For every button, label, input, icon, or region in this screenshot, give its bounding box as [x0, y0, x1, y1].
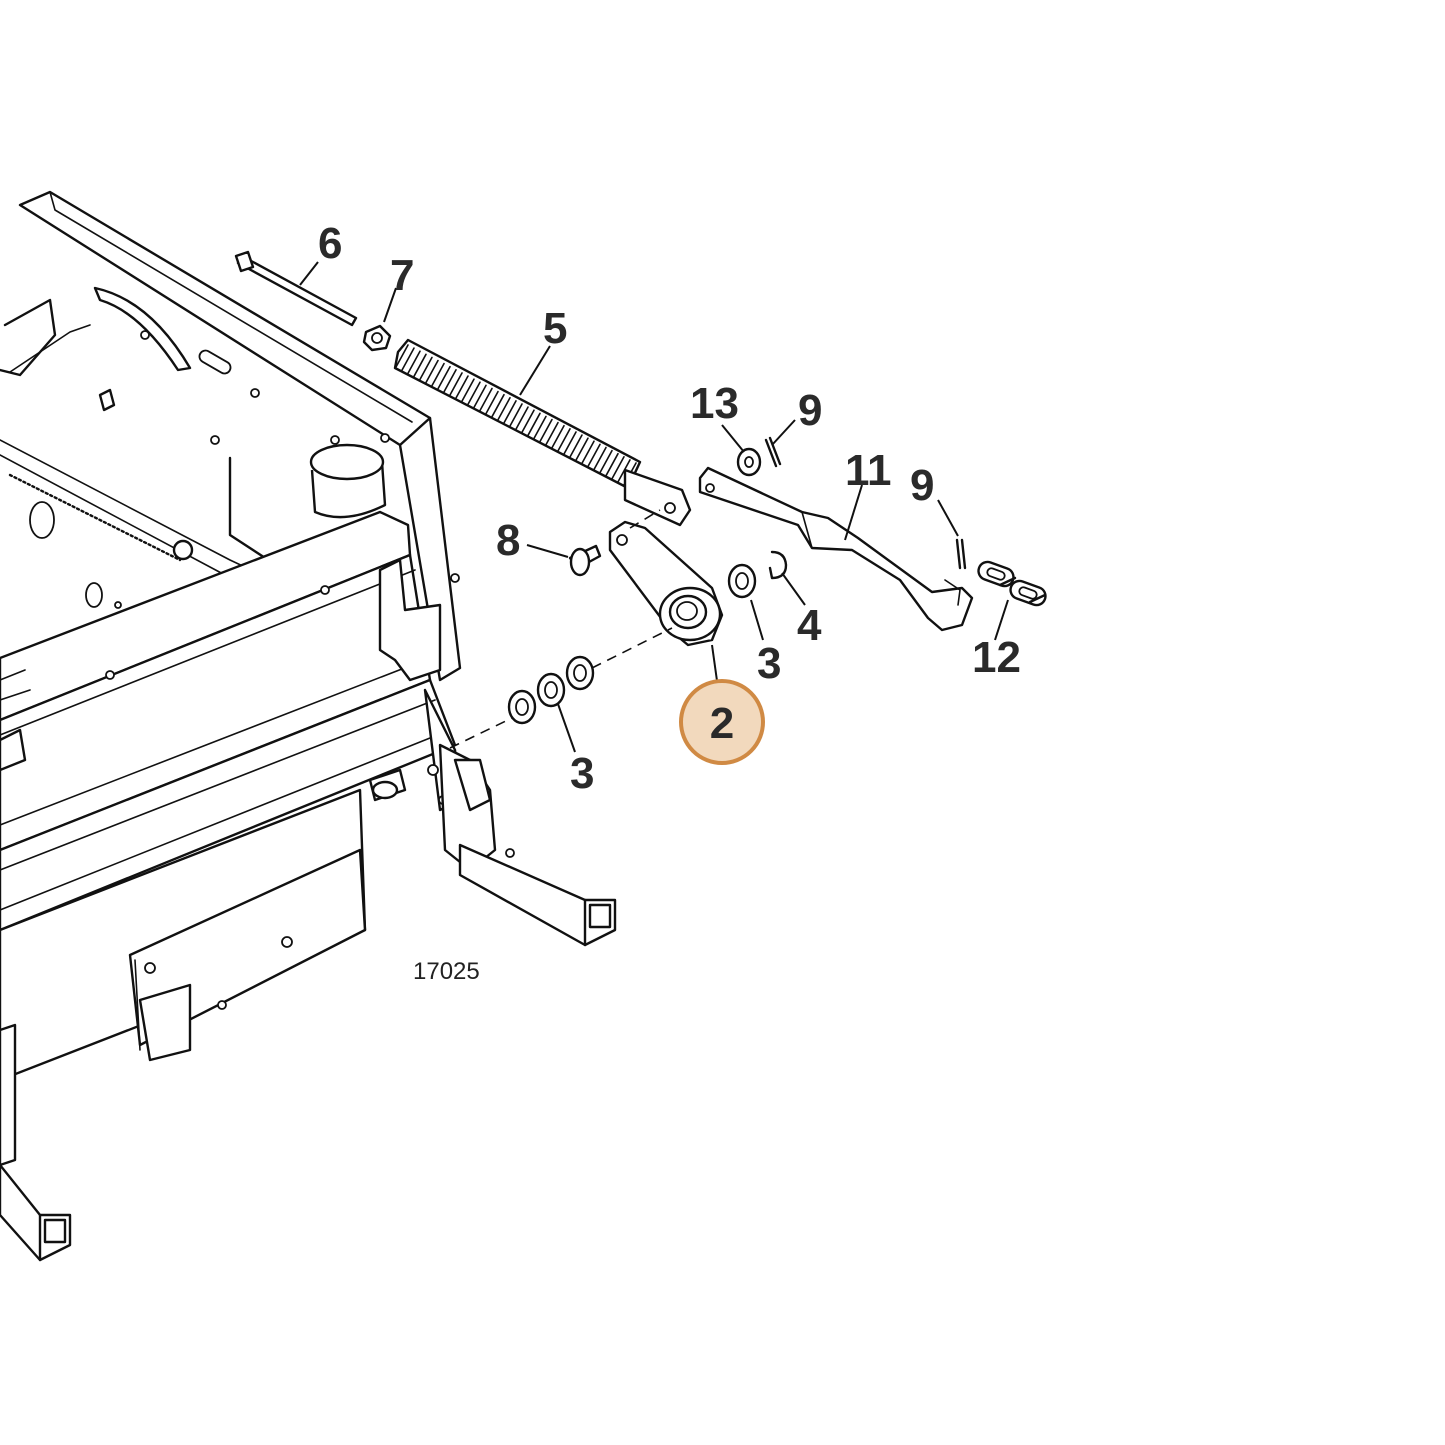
- spring-coil: [557, 428, 571, 452]
- spring-coil: [527, 412, 541, 437]
- part-11-lever: [698, 466, 974, 632]
- callout-13: 13: [690, 379, 739, 428]
- part-4-clip: [768, 550, 806, 606]
- part-6-bolt: [234, 250, 358, 327]
- part-2-idler-arm: [608, 520, 724, 689]
- spring-coil: [587, 443, 601, 468]
- spring-coil: [473, 384, 487, 409]
- spring-coil: [413, 353, 427, 378]
- spring-coil: [401, 347, 415, 371]
- spring-coil: [551, 424, 565, 449]
- figure-id: 17025: [413, 958, 480, 985]
- assembly-axis: [449, 627, 673, 749]
- spring-coil: [575, 437, 589, 461]
- callout-6: 6: [318, 219, 342, 268]
- callout-3-left: 3: [570, 749, 594, 798]
- spring-coil: [461, 378, 475, 402]
- highlight-callout-2[interactable]: 2: [679, 679, 765, 765]
- spring-coil: [581, 440, 595, 465]
- spring-coil: [599, 449, 613, 474]
- spring-coil: [593, 446, 607, 471]
- spring-coil: [545, 421, 559, 446]
- callout-4: 4: [797, 601, 822, 650]
- spring-coil: [509, 403, 523, 427]
- spring-coil: [521, 409, 535, 434]
- spring-coil: [497, 396, 511, 421]
- spring-coil: [611, 455, 625, 480]
- spring-coil: [419, 356, 433, 381]
- spring-coil: [485, 390, 499, 415]
- part-9-cotter-pin-right: [937, 499, 967, 570]
- spring-coil: [569, 434, 583, 458]
- callout-8: 8: [496, 516, 520, 565]
- part-7-nut: [362, 287, 397, 352]
- callout-9-right: 9: [910, 461, 934, 510]
- spring-coil: [395, 344, 409, 368]
- spring-coil: [425, 359, 439, 384]
- spring-coil: [437, 365, 451, 390]
- part-8-pin: [526, 544, 602, 577]
- spring-coil: [503, 400, 517, 424]
- spring-coil: [407, 350, 421, 375]
- part-3-washer-right: [727, 563, 764, 641]
- spring-coil: [449, 372, 463, 396]
- spring-coil: [563, 431, 577, 455]
- spring-coil: [455, 375, 469, 399]
- callout-2: 2: [710, 699, 734, 748]
- part-5-spring: [393, 338, 692, 527]
- spring-coil: [479, 387, 493, 412]
- spring-axis: [629, 509, 661, 529]
- spring-coil: [467, 381, 481, 406]
- callout-11: 11: [845, 446, 892, 495]
- spring-coil: [491, 393, 505, 418]
- spring-coil: [515, 406, 529, 430]
- highlight-circle: [679, 679, 765, 765]
- mower-frame: [0, 190, 617, 1262]
- spring-coil: [431, 362, 445, 387]
- spring-coil: [605, 452, 619, 477]
- part-3-washer-stack: [507, 655, 595, 753]
- callout-5: 5: [543, 304, 567, 353]
- callout-12: 12: [972, 633, 1021, 682]
- callout-3-right: 3: [757, 639, 781, 688]
- callout-7: 7: [390, 251, 414, 300]
- spring-coil: [443, 369, 457, 393]
- part-12-chain: [977, 560, 1047, 641]
- spring-coil: [539, 418, 553, 443]
- spring-coil: [533, 415, 547, 440]
- part-9-cotter-pin-top: [764, 419, 796, 468]
- callout-9-top: 9: [798, 386, 822, 435]
- part-13-washer: [721, 424, 762, 477]
